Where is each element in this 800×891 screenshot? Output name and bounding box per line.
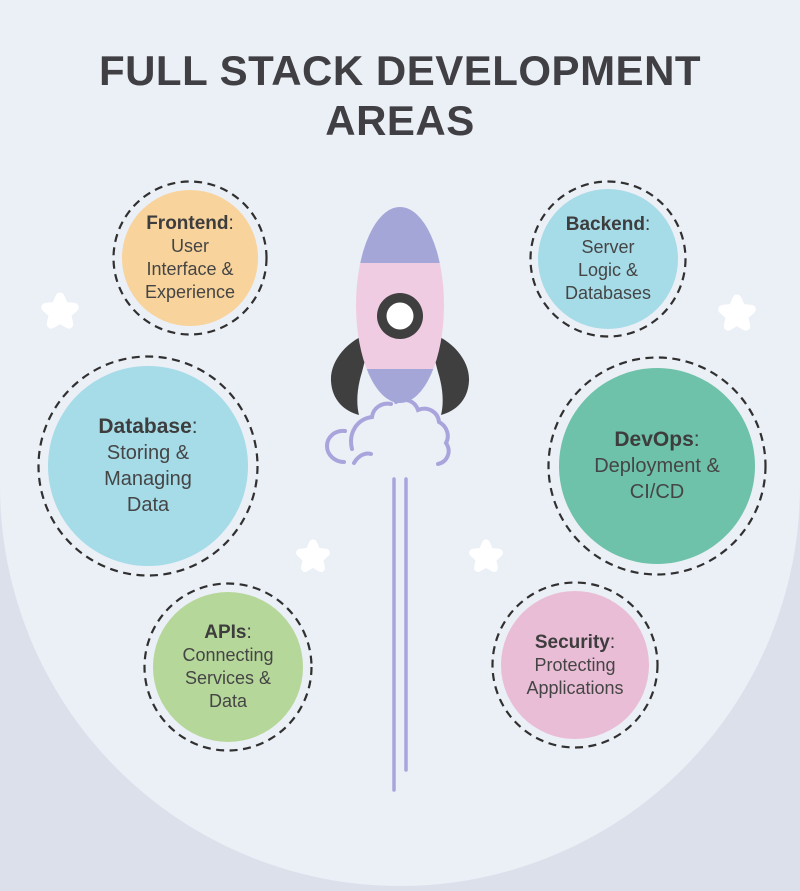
bubble-desc-line: Connecting: [182, 645, 274, 665]
bubble-desc-line: Logic &: [577, 260, 639, 280]
bubble-desc-line: Protecting: [534, 654, 616, 675]
bubble-database: Database: Storing & Managing Data: [37, 355, 259, 577]
bubble-backend: Backend: Server Logic & Databases: [529, 180, 687, 338]
star-icon: [473, 544, 499, 568]
bubble-fill: [48, 366, 248, 566]
bubble-frontend-text: Frontend: User Interface & Experience: [112, 180, 268, 336]
bubble-fill: [122, 190, 258, 326]
bubble-desc-line: Interface &: [146, 259, 234, 279]
bubble-desc-line: Deployment &: [594, 455, 720, 477]
bubble-desc-line: Server: [581, 237, 635, 257]
title-line-2: AREAS: [325, 96, 475, 144]
bubble-desc-line: Databases: [564, 283, 652, 303]
bubble-desc-line: Data: [126, 494, 170, 516]
page-title: FULL STACK DEVELOPMENT AREAS: [0, 46, 800, 145]
bubble-apis: APIs: Connecting Services & Data: [143, 582, 313, 752]
bubble-fill: [538, 189, 678, 329]
rocket-nose: [356, 207, 444, 263]
bubble-security-shape: [491, 581, 659, 749]
bubble-desc-line: Applications: [526, 677, 624, 698]
bubble-backend-shape: [529, 180, 687, 338]
bubble-fill: [153, 592, 303, 742]
bubble-backend-text: Backend: Server Logic & Databases: [529, 180, 687, 338]
star-icon: [300, 544, 326, 568]
dashed-ring: [37, 355, 259, 577]
bubble-label: DevOps:: [614, 428, 700, 451]
bubble-database-shape: [37, 355, 259, 577]
dashed-ring: [112, 180, 268, 336]
bubble-devops: DevOps: Deployment & CI/CD: [547, 356, 767, 576]
bubble-label: Frontend:: [146, 213, 234, 234]
bubble-database-text: Database: Storing & Managing Data: [37, 355, 259, 577]
dashed-ring: [529, 180, 687, 338]
bubble-fill: [559, 368, 755, 564]
dashed-ring: [491, 581, 659, 749]
bubble-desc-line: Storing &: [106, 442, 190, 464]
bubble-desc-line: Data: [208, 691, 248, 711]
bubble-label: Security:: [534, 631, 616, 653]
bubble-apis-shape: [143, 582, 313, 752]
bubble-devops-shape: [547, 356, 767, 576]
bubble-desc-line: Services &: [184, 668, 272, 688]
dashed-ring: [547, 356, 767, 576]
bubble-label: Database:: [98, 415, 198, 438]
bubble-frontend-shape: [112, 180, 268, 336]
rocket-tail: [356, 369, 444, 403]
dashed-ring: [143, 582, 313, 752]
bubble-apis-text: APIs: Connecting Services & Data: [143, 582, 313, 752]
star-icon: [723, 299, 752, 326]
bubble-fill: [501, 591, 649, 739]
bubble-desc-line: Managing: [104, 468, 192, 490]
bubble-label: APIs:: [204, 622, 252, 643]
star-icon: [46, 297, 75, 324]
rocket-icon: [330, 207, 470, 415]
bubble-label: Backend:: [565, 214, 651, 235]
bubble-desc-line: User: [170, 236, 209, 256]
bubble-security: Security: Protecting Applications: [491, 581, 659, 749]
bubble-security-text: Security: Protecting Applications: [491, 581, 659, 749]
bubble-devops-text: DevOps: Deployment & CI/CD: [547, 356, 767, 576]
bubble-frontend: Frontend: User Interface & Experience: [112, 180, 268, 336]
bubble-desc-line: Experience: [144, 282, 236, 302]
title-line-1: FULL STACK DEVELOPMENT: [98, 47, 702, 94]
cloud-icon: [324, 397, 451, 466]
bubble-desc-line: CI/CD: [629, 481, 685, 503]
rocket-window-glass: [386, 302, 414, 330]
